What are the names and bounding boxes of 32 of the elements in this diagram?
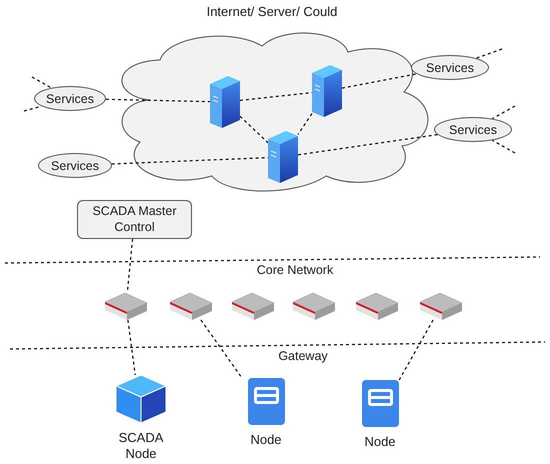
router-icon [232,292,274,320]
node-label: Node [249,432,283,448]
server-icon [312,65,342,117]
connector-line [476,48,502,59]
connector-line [240,116,268,144]
connector-line [106,98,210,102]
connector-line [127,320,136,376]
service-ellipse: Services [411,55,489,80]
connector-line [398,320,434,380]
connector-line [126,238,134,292]
server-icon [268,131,298,183]
section-label: Core Network [256,263,334,277]
server-icon [210,76,240,128]
service-ellipse: Services [38,153,112,178]
node-label: Node [363,434,397,450]
connector-line [298,134,438,156]
router-icon [293,292,335,320]
router-icon [170,292,212,320]
router-icon [105,292,147,320]
router-icon [356,292,398,320]
connector-line [200,320,242,378]
connector-line [24,106,42,112]
service-ellipse: Services [434,117,512,142]
cloud-title: Internet/ Server/ Could [206,4,338,19]
node-label: SCADA Node [118,430,164,462]
router-icon [420,292,462,320]
section-label: Gateway [278,349,328,363]
process-box: SCADA Master Control [77,200,192,239]
service-ellipse: Services [34,86,106,111]
connector-line [342,73,417,89]
connector-line [298,113,312,135]
connector-line [32,76,52,88]
